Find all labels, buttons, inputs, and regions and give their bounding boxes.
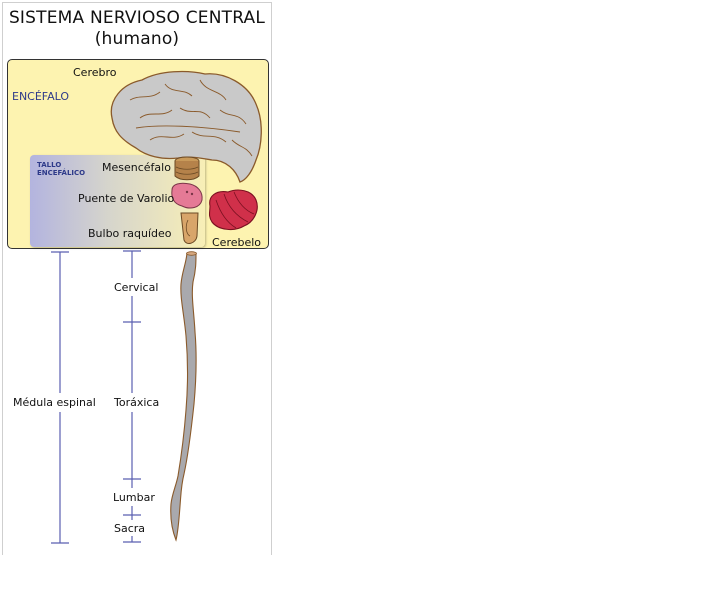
puente-varolio-illustration [171,182,203,209]
region-cervical-label: Cervical [114,281,159,294]
cerebelo-label: Cerebelo [212,236,262,249]
spine-shape [170,252,197,542]
region-sacra-label: Sacra [114,522,146,535]
cerebelo-illustration [208,189,258,231]
title-line-2: (humano) [94,29,180,49]
cerebro-label: Cerebro [73,66,117,79]
cerebro-shape [110,70,262,183]
diagram-title: SISTEMA NERVIOSO CENTRAL (humano) [0,8,274,50]
tallo-label-line-1: TALLO [37,161,62,169]
medula-espinal-illustration [170,251,197,542]
cerebro-fold [129,79,253,157]
tallo-label-line-2: ENCEFÁLICO [37,169,86,177]
mesencefalo-illustration [174,156,200,181]
bulbo-raquideo-label: Bulbo raquídeo [88,227,172,240]
mesencefalo-label: Mesencéfalo [102,161,171,174]
region-lumbar-label: Lumbar [113,491,155,504]
cerebro-illustration [110,70,262,183]
medula-espinal-label: Médula espinal [13,396,96,409]
region-toraxica-label: Toráxica [114,396,160,409]
title-line-1: SISTEMA NERVIOSO CENTRAL [8,8,266,28]
regions-bracket [123,250,141,543]
bulbo-raquideo-illustration [180,212,199,244]
encefalo-label: ENCÉFALO [12,90,70,103]
medula-bracket [51,251,69,544]
puente-varolio-label: Puente de Varolio [78,192,175,205]
